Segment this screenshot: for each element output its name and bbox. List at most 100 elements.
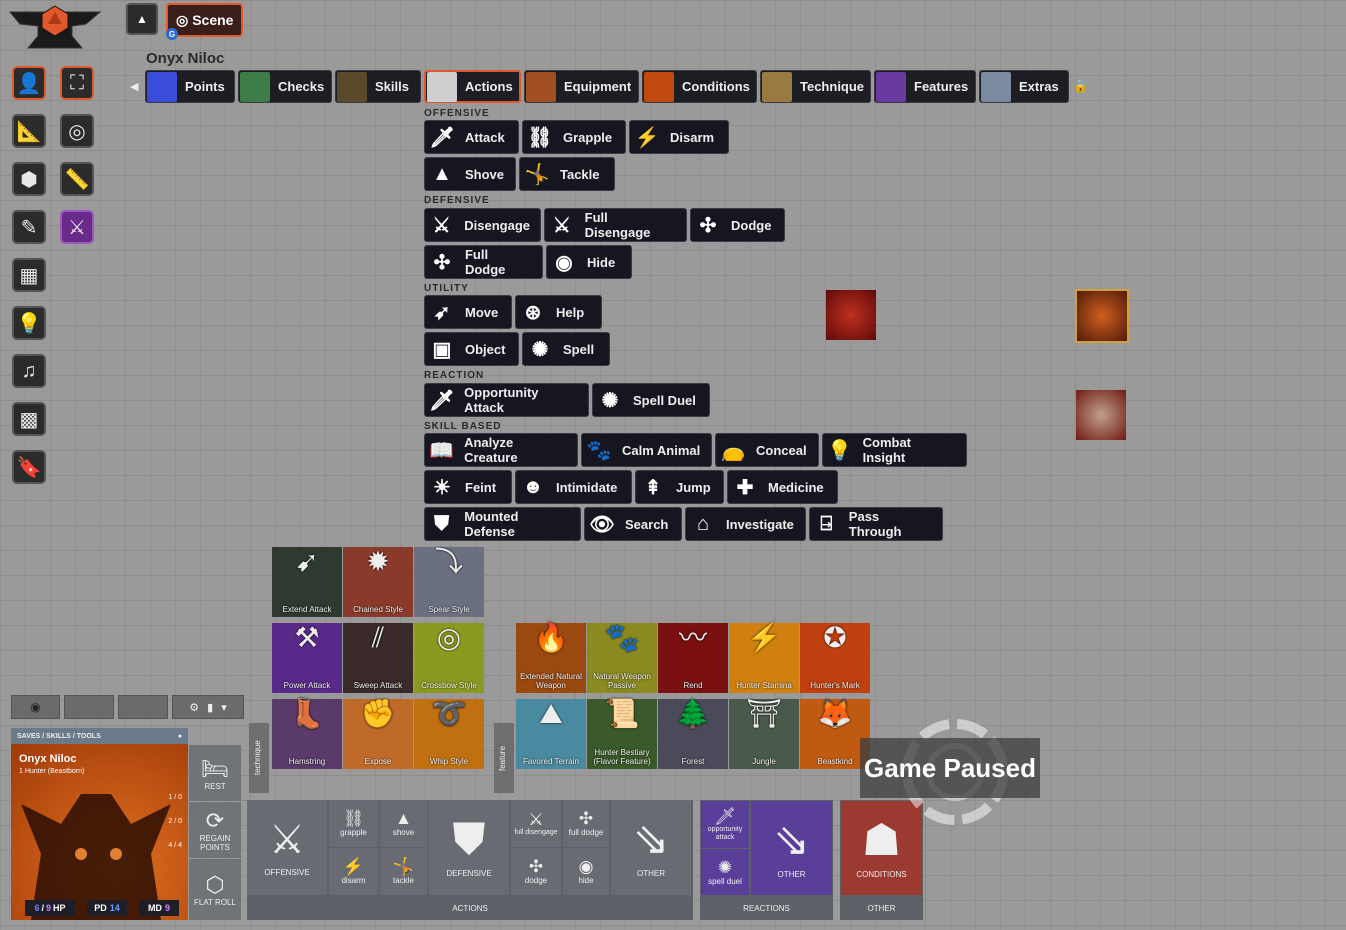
feature-tile[interactable]: 🌲Forest (658, 699, 728, 769)
technique-tile[interactable]: ➹Extend Attack (272, 547, 342, 617)
intimidate-button[interactable]: ☻Intimidate (515, 470, 632, 504)
tool-measure[interactable]: 📐 (12, 114, 46, 148)
hud-tab-header[interactable]: SAVES / SKILLS / TOOLS ● (11, 728, 188, 744)
shove-button[interactable]: ▲Shove (424, 157, 516, 191)
full-disengage-button[interactable]: ⚔Full Disengage (544, 208, 687, 242)
tool-lighting[interactable]: 💡 (12, 306, 46, 340)
spell-button[interactable]: ✺Spell (522, 332, 610, 366)
token-skeleton[interactable] (1076, 390, 1126, 440)
feature-tile[interactable]: 📜Hunter Bestiary (Flavor Feature) (587, 699, 657, 769)
flat-roll-button[interactable]: ⬡FLAT ROLL (189, 859, 241, 920)
token-red-demon[interactable] (826, 290, 876, 340)
opportunity-attack-panel-button[interactable]: 🗡opportunity attack (701, 801, 749, 848)
collapse-button[interactable]: ▲ (126, 3, 158, 35)
feature-tile[interactable]: ✪Hunter's Mark (800, 623, 870, 693)
full-dodge-panel-button[interactable]: ✣full dodge (563, 800, 609, 847)
grapple-button[interactable]: ⛓Grapple (522, 120, 626, 154)
feature-tile[interactable]: 〰Rend (658, 623, 728, 693)
attack-button[interactable]: 🗡Attack (424, 120, 519, 154)
help-button[interactable]: ⊛Help (515, 295, 602, 329)
tab-extras[interactable]: Extras (979, 70, 1069, 103)
mounted-defense-button[interactable]: ⛊Mounted Defense (424, 507, 581, 541)
tackle-panel-button[interactable]: 🤸tackle (380, 848, 427, 895)
hud-token-button[interactable]: ◉ (11, 695, 60, 719)
move-button[interactable]: ➶Move (424, 295, 512, 329)
technique-tile[interactable]: ⫽Sweep Attack (343, 623, 413, 693)
combat-insight-button[interactable]: 💡Combat Insight (822, 433, 967, 467)
tool-draw[interactable]: ✎ (12, 210, 46, 244)
technique-tile[interactable]: ➰Whip Style (414, 699, 484, 769)
search-button[interactable]: 👁Search (584, 507, 682, 541)
hud-settings-button[interactable]: ⚙▮▾ (172, 695, 244, 719)
tool-ruler[interactable]: 📏 (60, 162, 94, 196)
disarm-panel-button[interactable]: ⚡disarm (329, 848, 378, 895)
rest-button[interactable]: 🛏REST (189, 745, 241, 801)
grapple-panel-button[interactable]: ⛓grapple (329, 800, 378, 847)
feature-tile[interactable]: ⚡Hunter Stamina (729, 623, 799, 693)
lock-icon[interactable]: 🔒 (1073, 79, 1088, 93)
tool-combat[interactable]: ⚔ (60, 210, 94, 244)
technique-tile[interactable]: ◎Crossbow Style (414, 623, 484, 693)
feature-vertical-tab[interactable]: feature (494, 723, 514, 793)
technique-tile[interactable]: ⤵Spear Style (414, 547, 484, 617)
conditions-panel-button[interactable]: ☗CONDITIONS (841, 801, 922, 895)
actions-other-panel-button[interactable]: ⇘OTHER (611, 800, 691, 895)
defensive-panel-button[interactable]: ⛊DEFENSIVE (429, 800, 509, 895)
full-disengage-panel-button[interactable]: ⚔full disengage (511, 800, 561, 847)
feature-tile[interactable]: ⛩Jungle (729, 699, 799, 769)
disengage-button[interactable]: ⚔Disengage (424, 208, 541, 242)
offensive-panel-button[interactable]: ⚔OFFENSIVE (247, 800, 327, 895)
technique-vertical-tab[interactable]: technique (249, 723, 269, 793)
hud-layout-button-1[interactable] (64, 695, 114, 719)
disarm-button[interactable]: ⚡Disarm (629, 120, 729, 154)
scene-button[interactable]: ◎ Scene G (166, 3, 244, 40)
tab-points[interactable]: Points (145, 70, 235, 103)
dodge-button[interactable]: ✣Dodge (690, 208, 785, 242)
hide-panel-button[interactable]: ◉hide (563, 848, 609, 895)
reactions-other-panel-button[interactable]: ⇘OTHER (751, 801, 832, 895)
tool-player[interactable]: 👤 (12, 66, 46, 100)
pass-through-button[interactable]: ⍈Pass Through (809, 507, 943, 541)
jump-button[interactable]: ⇞Jump (635, 470, 724, 504)
hide-button[interactable]: ◉Hide (546, 245, 632, 279)
medicine-button[interactable]: ✚Medicine (727, 470, 838, 504)
tabs-scroll-left[interactable]: ◀ (130, 81, 139, 93)
spell-duel-panel-button[interactable]: ✺spell duel (701, 849, 749, 895)
tool-fullscreen[interactable]: ⛶ (60, 66, 94, 100)
tab-actions[interactable]: Actions (424, 70, 521, 103)
tool-sounds[interactable]: ♫ (12, 354, 46, 388)
tool-tiles[interactable]: ▩ (12, 402, 46, 436)
technique-tile[interactable]: ✊Expose (343, 699, 413, 769)
hud-layout-button-2[interactable] (118, 695, 168, 719)
character-portrait[interactable]: Onyx Niloc 1 Hunter (Beastborn) 1 / 0 2 … (11, 744, 188, 920)
feature-tile[interactable]: 🐾Natural Weapon Passive (587, 623, 657, 693)
feint-button[interactable]: ☀Feint (424, 470, 512, 504)
tackle-button[interactable]: 🤸Tackle (519, 157, 615, 191)
feature-tile[interactable]: 🔥Extended Natural Weapon (516, 623, 586, 693)
tab-skills[interactable]: Skills (335, 70, 421, 103)
regain-points-button[interactable]: ⟳REGAIN POINTS (189, 802, 241, 858)
tab-conditions[interactable]: Conditions (642, 70, 757, 103)
calm-animal-button[interactable]: 🐾Calm Animal (581, 433, 712, 467)
investigate-button[interactable]: ⌂Investigate (685, 507, 806, 541)
tool-walls[interactable]: ▦ (12, 258, 46, 292)
analyze-creature-button[interactable]: 📖Analyze Creature (424, 433, 578, 467)
shove-panel-button[interactable]: ▲shove (380, 800, 427, 847)
tab-technique[interactable]: Technique (760, 70, 871, 103)
conceal-button[interactable]: 👝Conceal (715, 433, 819, 467)
tool-tokens[interactable]: ⬢ (12, 162, 46, 196)
tab-features[interactable]: Features (874, 70, 976, 103)
token-beastkind[interactable] (1075, 289, 1129, 343)
dodge-panel-button[interactable]: ✣dodge (511, 848, 561, 895)
full-dodge-button[interactable]: ✣Full Dodge (424, 245, 543, 279)
tab-checks[interactable]: Checks (238, 70, 332, 103)
opportunity-attack-button[interactable]: 🗡Opportunity Attack (424, 383, 589, 417)
object-button[interactable]: ▣Object (424, 332, 519, 366)
technique-tile[interactable]: 👢Hamstring (272, 699, 342, 769)
feature-tile[interactable]: ⛰Favored Terrain (516, 699, 586, 769)
technique-tile[interactable]: ⚒Power Attack (272, 623, 342, 693)
spell-duel-button[interactable]: ✺Spell Duel (592, 383, 710, 417)
